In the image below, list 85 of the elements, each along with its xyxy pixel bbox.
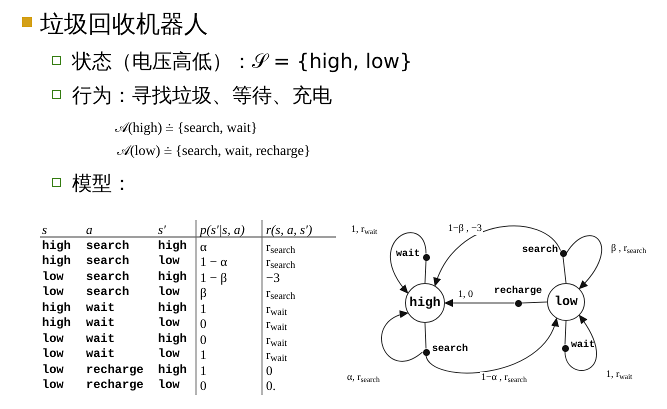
edge-label: 1−α , r$_{search}$ [480, 372, 528, 384]
table-cell: recharge [86, 363, 144, 378]
arrow [426, 318, 558, 374]
bullet-text: 状态（电压高低）：𝒮 = {high, low} [72, 48, 412, 75]
table-cell: r$_{search}$ [266, 254, 296, 269]
table-cell: 1 − α [200, 254, 228, 269]
action-label: search [520, 245, 558, 257]
arrow [390, 232, 426, 294]
table-cell: β [200, 285, 207, 300]
edge-label: α, r$_{search}$ [346, 372, 381, 384]
table-cell: 1 [200, 363, 206, 378]
action-label: wait [571, 340, 596, 352]
edge-label: 1−β , −3 [447, 223, 483, 235]
table-cell: r$_{search}$ [266, 285, 296, 300]
table-cell: search [86, 285, 130, 300]
table-cell: low [42, 378, 64, 393]
action-label: wait [394, 249, 420, 261]
table-cell: high [158, 239, 187, 254]
arrow [564, 314, 597, 371]
table-cell: r$_{wait}$ [266, 316, 288, 331]
table-cell: search [86, 254, 130, 269]
formula: 𝒜(low) ≐ {search, wait, recharge} [117, 143, 311, 161]
table-cell: low [158, 254, 180, 269]
table-cell: 0. [266, 378, 276, 393]
edge-label: β , r$_{search}$ [610, 243, 648, 255]
table-cell: 1 − β [200, 270, 227, 285]
connector-line [424, 322, 426, 349]
table-cell: low [158, 378, 180, 393]
table-cell: α [200, 239, 207, 254]
table-cell: wait [86, 332, 115, 347]
edge-label: 1, r$_{wait}$ [605, 369, 634, 381]
table-cell: 0 [200, 332, 206, 347]
table-cell: low [158, 316, 180, 331]
connector-line [564, 320, 566, 345]
arrow [381, 311, 423, 362]
table-cell: low [42, 332, 64, 347]
arrow [434, 225, 562, 287]
table-cell: low [42, 347, 64, 362]
table-cell: wait [86, 301, 115, 316]
bullet-text: 行为：寻找垃圾、等待、充电 [72, 82, 332, 109]
table-cell: high [158, 270, 187, 285]
action-label: search [432, 344, 470, 356]
table-cell: 1 [200, 347, 206, 362]
formula: 𝒜(high) ≐ {search, wait} [115, 120, 258, 138]
table-header: s′ [158, 222, 166, 237]
connector-line [562, 256, 566, 284]
table-cell: recharge [86, 378, 144, 393]
table-cell: high [42, 254, 71, 269]
table-header: p(s′|s, a) [200, 222, 245, 237]
edge-label: 1, 0 [457, 289, 474, 301]
table-cell: search [86, 270, 130, 285]
table-cell: low [42, 270, 64, 285]
table-cell: low [158, 285, 180, 300]
table-cell: 0 [200, 378, 206, 393]
table-cell: 0 [266, 363, 272, 378]
table-cell: wait [86, 316, 115, 331]
table-cell: r$_{wait}$ [266, 347, 288, 362]
table-cell: search [86, 239, 130, 254]
table-header: s [42, 222, 48, 237]
table-cell: low [42, 363, 64, 378]
edge-label: 1, r$_{wait}$ [350, 224, 378, 236]
table-cell: low [42, 285, 64, 300]
table-cell: 0 [200, 316, 206, 331]
table-cell: wait [86, 347, 115, 362]
table-cell: −3 [266, 270, 280, 285]
arrow [444, 299, 515, 307]
table-cell: high [42, 239, 71, 254]
table-cell: r$_{search}$ [266, 239, 296, 254]
table-cell: r$_{wait}$ [266, 332, 288, 347]
table-cell: high [42, 316, 71, 331]
connector-line [424, 260, 426, 284]
connector-line [521, 302, 548, 304]
table-cell: high [42, 301, 71, 316]
table-cell: high [158, 363, 187, 378]
arrow [566, 235, 602, 290]
table-cell: 1 [200, 301, 206, 316]
table-header: r(s, a, s′) [266, 222, 312, 237]
table-header: a [86, 222, 92, 237]
table-cell: high [158, 332, 187, 347]
bullet-text: 模型： [72, 170, 132, 197]
table-cell: high [158, 301, 187, 316]
title: 垃圾回收机器人 [40, 9, 208, 40]
table-cell: r$_{wait}$ [266, 301, 288, 316]
table-cell: low [158, 347, 180, 362]
action-label: recharge [492, 286, 543, 298]
